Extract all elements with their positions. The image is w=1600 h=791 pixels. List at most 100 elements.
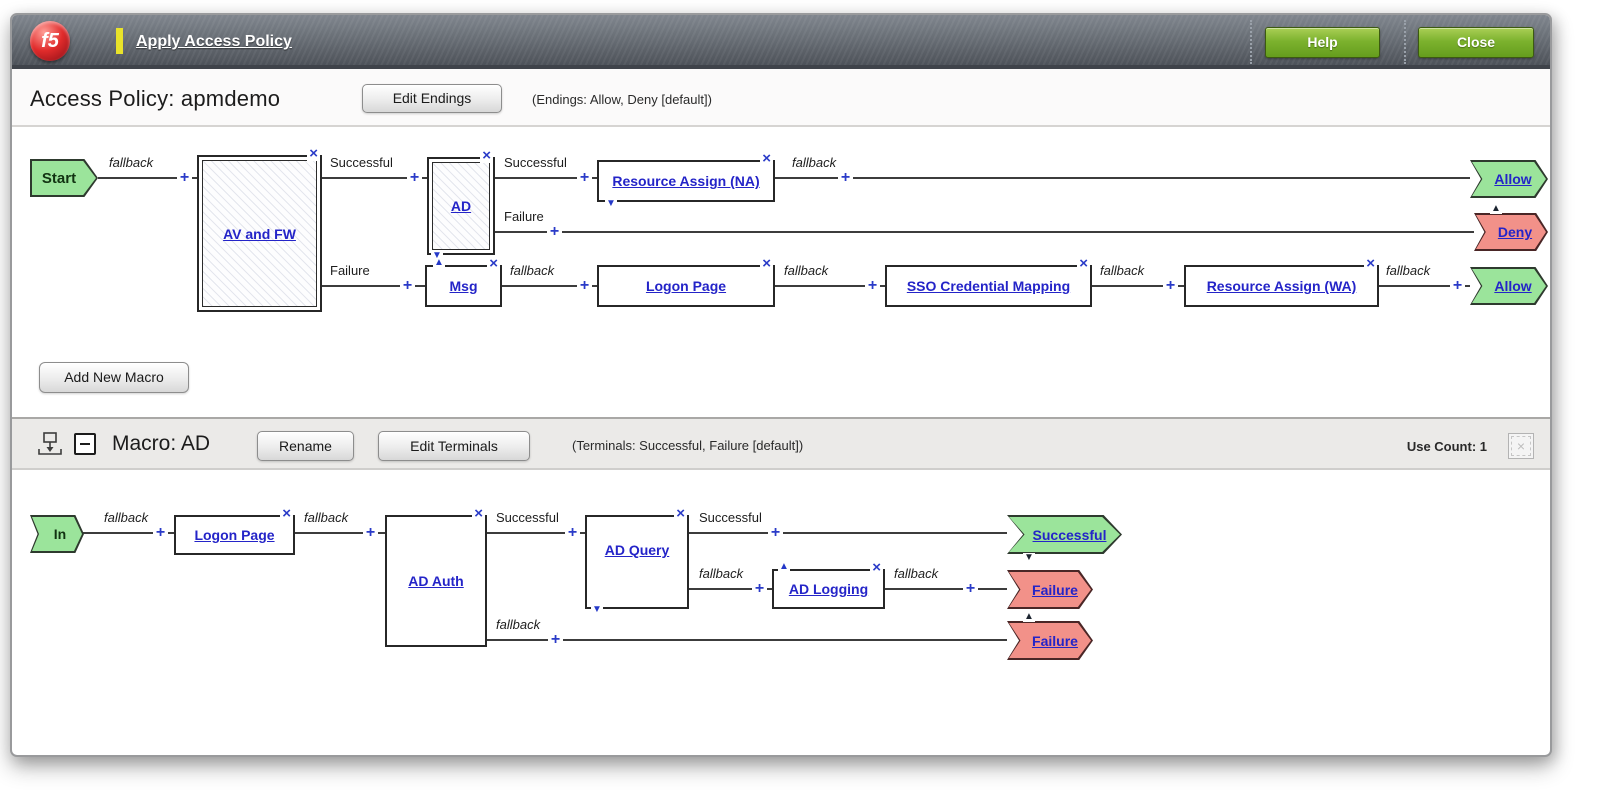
add-action-button[interactable]: + xyxy=(963,580,978,598)
f5-logo-text: f5 xyxy=(41,29,59,52)
macro-node-ad-query-link[interactable]: AD Query xyxy=(604,542,670,558)
delete-macro-button-disabled[interactable]: × xyxy=(1508,433,1534,459)
add-action-button[interactable]: + xyxy=(838,169,853,187)
branch-label-fallback: fallback xyxy=(697,566,746,581)
branch-label-fallback: fallback xyxy=(1384,263,1433,278)
header-divider xyxy=(1250,20,1252,64)
macro-header-bar: Macro: AD Rename Edit Terminals (Termina… xyxy=(12,417,1550,470)
delete-node-button[interactable]: × xyxy=(674,505,687,522)
add-action-button[interactable]: + xyxy=(407,169,422,187)
delete-node-button[interactable]: × xyxy=(307,145,320,162)
ending-deny-link[interactable]: Deny xyxy=(1497,224,1533,240)
macro-node-ad-auth-link[interactable]: AD Auth xyxy=(408,573,464,589)
node-av-and-fw: AV and FW × xyxy=(197,146,322,312)
add-action-button[interactable]: + xyxy=(577,169,592,187)
close-button[interactable]: Close xyxy=(1418,27,1534,58)
edit-terminals-button[interactable]: Edit Terminals xyxy=(378,431,530,461)
swap-branch-handle-down[interactable]: ▼ xyxy=(591,604,603,615)
add-action-button[interactable]: + xyxy=(752,580,767,598)
collapse-macro-button[interactable] xyxy=(74,433,96,455)
page-title: Access Policy: apmdemo xyxy=(30,86,281,111)
add-action-button[interactable]: + xyxy=(177,169,192,187)
connector-line xyxy=(98,177,197,179)
terminal-fill: Failure xyxy=(1009,623,1091,658)
add-action-button[interactable]: + xyxy=(565,524,580,542)
branch-label-fallback: fallback xyxy=(102,510,151,525)
add-action-button[interactable]: + xyxy=(547,223,562,241)
node-logon-page: Logon Page × xyxy=(597,256,775,307)
add-new-macro-button[interactable]: Add New Macro xyxy=(39,362,189,393)
connector-line xyxy=(295,532,385,534)
macro-node-ad-logging: AD Logging × ▲ xyxy=(772,560,885,609)
move-terminal-handle-up[interactable]: ▲ xyxy=(1023,611,1035,622)
add-action-button[interactable]: + xyxy=(153,524,168,542)
ending-allow-link[interactable]: Allow xyxy=(1494,171,1532,187)
node-msg: Msg × ▲ xyxy=(425,256,502,307)
apply-access-policy-link[interactable]: Apply Access Policy xyxy=(136,33,292,50)
help-button[interactable]: Help xyxy=(1265,27,1380,58)
terminal-successful-link[interactable]: Successful xyxy=(1032,526,1107,543)
branch-label-fallback: fallback xyxy=(494,617,543,632)
branch-label-successful: Successful xyxy=(697,510,764,525)
node-av-and-fw-link[interactable]: AV and FW xyxy=(223,225,296,242)
macro-node-ad-auth: AD Auth × xyxy=(385,506,487,647)
branch-label-fallback: fallback xyxy=(508,263,557,278)
node-ad-macrocall: AD × ▼ xyxy=(427,148,495,261)
swap-branch-handle-down[interactable]: ▼ xyxy=(431,250,443,261)
rename-macro-button[interactable]: Rename xyxy=(257,431,354,461)
connector-line xyxy=(502,285,597,287)
terminal-successful: Successful ▼ xyxy=(1007,515,1122,563)
connector-line xyxy=(775,177,1470,179)
node-msg-link[interactable]: Msg xyxy=(449,278,478,294)
delete-node-button[interactable]: × xyxy=(1364,255,1377,272)
add-action-button[interactable]: + xyxy=(577,277,592,295)
node-ad-link[interactable]: AD xyxy=(450,198,472,214)
node-resource-assign-na-link[interactable]: Resource Assign (NA) xyxy=(612,173,760,189)
delete-node-button[interactable]: × xyxy=(760,255,773,272)
ending-allow-2-link[interactable]: Allow xyxy=(1494,278,1532,294)
insert-macro-icon[interactable] xyxy=(36,431,64,459)
add-action-button[interactable]: + xyxy=(1450,277,1465,295)
node-logon-page-link[interactable]: Logon Page xyxy=(645,278,727,294)
terminal-failure-link[interactable]: Failure xyxy=(1032,581,1078,598)
terminal-failure-2-link[interactable]: Failure xyxy=(1032,632,1078,649)
delete-node-button[interactable]: × xyxy=(487,255,500,272)
swap-branch-handle-up[interactable]: ▲ xyxy=(778,561,790,572)
macro-node-ad-logging-link[interactable]: AD Logging xyxy=(788,581,869,597)
branch-label-failure: Failure xyxy=(502,209,546,224)
swap-branch-handle-down[interactable]: ▼ xyxy=(605,198,617,209)
add-action-button[interactable]: + xyxy=(400,277,415,295)
move-terminal-handle-down[interactable]: ▼ xyxy=(1023,552,1035,563)
connector-line xyxy=(689,588,772,590)
add-action-button[interactable]: + xyxy=(768,524,783,542)
node-sso-credential-mapping-link[interactable]: SSO Credential Mapping xyxy=(906,278,1071,294)
branch-label-fallback: fallback xyxy=(1098,263,1147,278)
macro-node-logon-page-link[interactable]: Logon Page xyxy=(194,527,275,543)
add-action-button[interactable]: + xyxy=(548,631,563,649)
ending-deny: Deny ▲ xyxy=(1474,204,1548,251)
add-action-button[interactable]: + xyxy=(1163,277,1178,295)
node-resource-assign-na: Resource Assign (NA) × ▼ xyxy=(597,151,775,209)
delete-node-button[interactable]: × xyxy=(280,505,293,522)
delete-node-button[interactable]: × xyxy=(472,505,485,522)
delete-node-button[interactable]: × xyxy=(480,147,493,164)
terminal-fill: Successful xyxy=(1009,517,1120,552)
edit-endings-button[interactable]: Edit Endings xyxy=(362,84,502,113)
start-node-fill: Start xyxy=(32,161,96,195)
connector-line xyxy=(487,639,1007,641)
in-node-fill: In xyxy=(32,517,82,551)
delete-node-button[interactable]: × xyxy=(760,150,773,167)
branch-label-fallback: fallback xyxy=(892,566,941,581)
delete-node-button[interactable]: × xyxy=(870,559,883,576)
add-action-button[interactable]: + xyxy=(363,524,378,542)
macro-node-logon-page: Logon Page × xyxy=(174,506,295,555)
f5-logo-icon: f5 xyxy=(30,21,70,61)
node-resource-assign-wa-link[interactable]: Resource Assign (WA) xyxy=(1206,278,1357,294)
add-action-button[interactable]: + xyxy=(865,277,880,295)
in-node-label: In xyxy=(53,526,67,542)
move-ending-handle-up[interactable]: ▲ xyxy=(1490,203,1502,214)
swap-branch-handle-up[interactable]: ▲ xyxy=(433,257,445,268)
delete-node-button[interactable]: × xyxy=(1077,255,1090,272)
use-count-label: Use Count: 1 xyxy=(1406,439,1487,454)
macro-title: Macro: AD xyxy=(112,432,211,455)
